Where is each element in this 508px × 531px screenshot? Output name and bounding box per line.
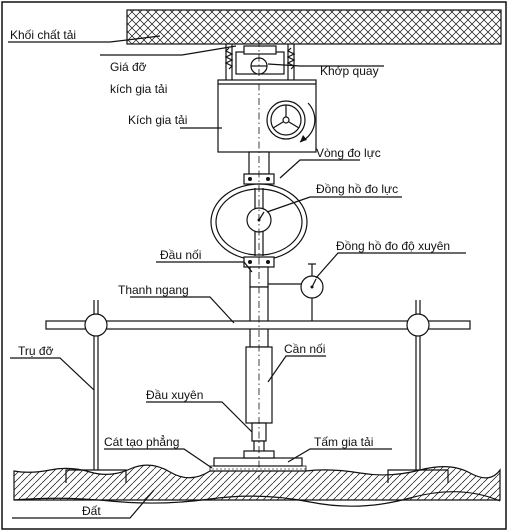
- label-load-block: Khối chất tải: [10, 28, 76, 42]
- label-force-gauge: Đồng hồ đo lực: [316, 182, 398, 196]
- leader-lines: [8, 35, 466, 519]
- label-crossbar: Thanh ngang: [118, 283, 189, 297]
- label-hinge: Khớp quay: [320, 64, 379, 78]
- label-support-post: Trụ đỡ: [18, 344, 54, 358]
- soil: [13, 464, 501, 507]
- load-jack: [217, 79, 317, 153]
- label-penetration-head: Đầu xuyên: [146, 388, 203, 402]
- label-connector: Đầu nối: [160, 248, 201, 262]
- load-block: [126, 9, 502, 45]
- label-proving-ring: Vòng đo lực: [316, 146, 381, 160]
- surcharge-plate: [213, 450, 303, 467]
- leveling-sand: [209, 465, 307, 472]
- label-penetration-gauge: Đồng hồ đo độ xuyên: [336, 239, 450, 253]
- penetration-gauge: [268, 263, 324, 322]
- label-leveling-sand: Cát tạo phẳng: [104, 434, 179, 449]
- label-jack-support-2: kích gia tải: [110, 82, 167, 96]
- handwheel-icon: [266, 100, 306, 140]
- label-load-jack: Kích gia tải: [128, 113, 187, 127]
- label-soil: Đất: [82, 504, 101, 518]
- label-jack-support-1: Giá đỡ: [110, 60, 147, 74]
- label-connecting-rod: Cần nối: [284, 342, 325, 356]
- label-surcharge-plate: Tấm gia tải: [314, 435, 373, 449]
- crossbar: [45, 320, 471, 330]
